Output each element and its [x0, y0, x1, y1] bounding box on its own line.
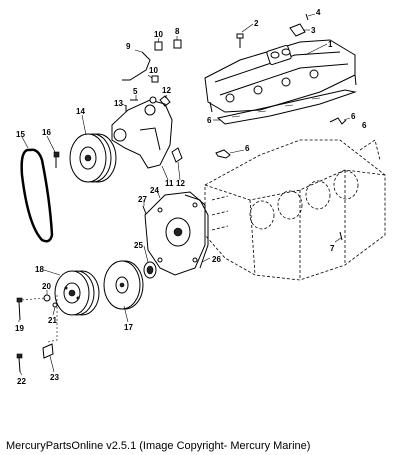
callout-10-top: 10	[154, 30, 163, 39]
callout-14: 14	[76, 107, 85, 116]
callout-8: 8	[175, 27, 180, 36]
callout-9: 9	[126, 42, 131, 51]
callout-23: 23	[50, 373, 59, 382]
callout-5: 5	[133, 87, 138, 96]
fitting-10b	[151, 75, 159, 83]
callout-18: 18	[35, 265, 44, 274]
bolt-2	[236, 33, 244, 48]
callout-12-top: 12	[162, 86, 171, 95]
hose-9	[122, 51, 151, 81]
callout-16: 16	[42, 128, 51, 137]
gasket-12b	[171, 147, 183, 163]
callout-6-right: 6	[351, 112, 356, 121]
callout-27: 27	[138, 195, 147, 204]
bolt-19	[16, 297, 23, 321]
timing-cover	[144, 191, 206, 276]
callout-11: 11	[165, 179, 174, 188]
bolt-16	[53, 151, 60, 168]
callout-15: 15	[16, 130, 25, 139]
oil-seal	[143, 261, 157, 279]
callout-1: 1	[328, 40, 333, 49]
washer-20	[43, 294, 51, 302]
callout-25: 25	[134, 241, 143, 250]
callout-6-mid: 6	[245, 144, 250, 153]
fitting-8	[173, 39, 182, 49]
gasket-clip-right	[329, 117, 347, 125]
callout-3: 3	[311, 26, 316, 35]
callout-6-gasket: 6	[207, 116, 212, 125]
bolt-27	[142, 205, 147, 215]
bolt-22	[16, 353, 23, 373]
callout-labels: 1 2 3 4 5 6 6 6 6 7 8 9 10 10 11 12 12 1…	[15, 8, 367, 386]
intake-gasket	[216, 89, 357, 125]
callout-26: 26	[212, 255, 221, 264]
callout-4: 4	[316, 8, 321, 17]
callout-10-bottom: 10	[149, 66, 158, 75]
leader-lines	[18, 13, 351, 376]
callout-13: 13	[114, 99, 123, 108]
image-caption: MercuryPartsOnline v2.5.1 (Image Copyrig…	[6, 440, 311, 452]
intake-manifold	[204, 39, 357, 113]
callout-21: 21	[48, 316, 57, 325]
callout-24: 24	[150, 186, 159, 195]
lockwasher-21	[52, 302, 58, 308]
washer-23	[42, 343, 54, 359]
bracket-3	[289, 23, 306, 37]
gasket-12a	[159, 95, 171, 107]
harmonic-balancer	[103, 260, 144, 310]
callout-6-extra: 6	[362, 121, 367, 130]
drive-belt	[20, 148, 54, 243]
callout-2: 2	[254, 19, 259, 28]
bolt-7	[339, 231, 343, 241]
engine-block	[204, 139, 386, 281]
callout-17: 17	[124, 323, 133, 332]
gasket-clip-left	[215, 149, 231, 159]
callout-7: 7	[330, 244, 335, 253]
callout-20: 20	[42, 282, 51, 291]
stud-4	[305, 13, 309, 21]
callout-19: 19	[15, 324, 24, 333]
callout-12-bottom: 12	[176, 179, 185, 188]
crankshaft-pulley	[54, 270, 100, 316]
timing-gasket	[184, 194, 209, 269]
callout-22: 22	[17, 377, 26, 386]
water-pump-pulley	[69, 133, 117, 183]
water-pump	[111, 96, 173, 169]
fitting-10a	[154, 41, 163, 51]
engine-parts-diagram: 1 2 3 4 5 6 6 6 6 7 8 9 10 10 11 12 12 1…	[15, 8, 386, 386]
